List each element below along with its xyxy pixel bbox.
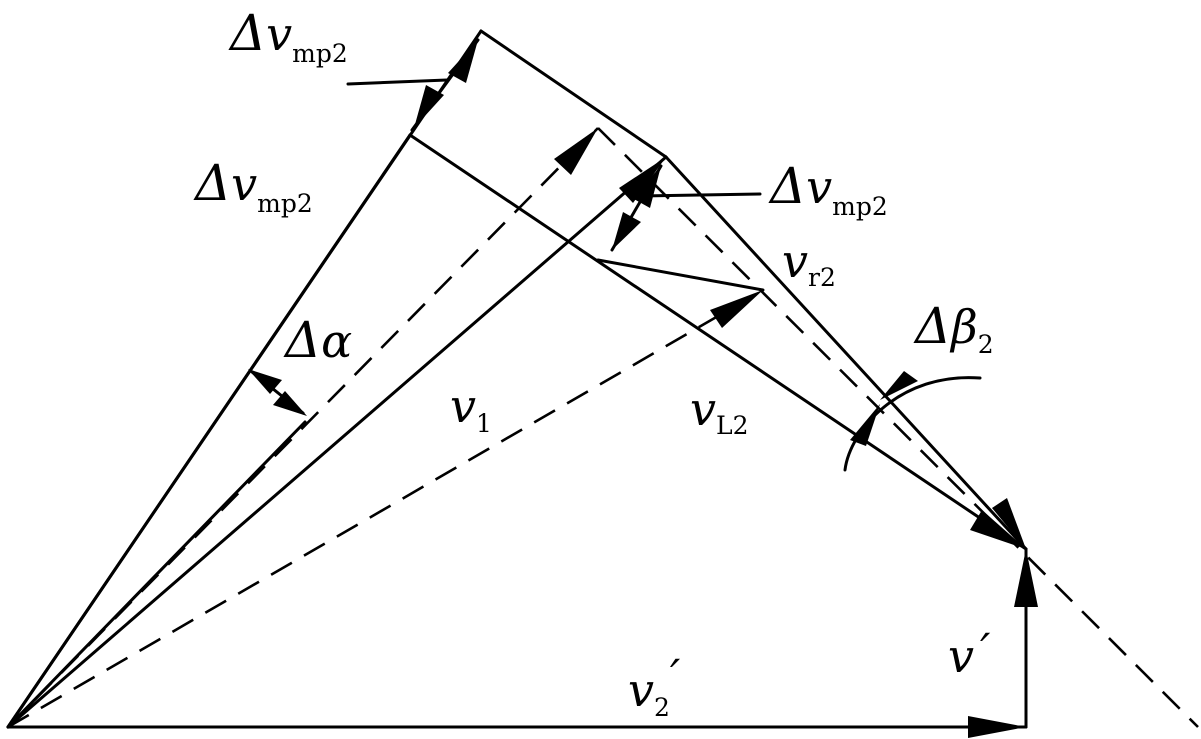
label-delta-beta2: Δβ2 xyxy=(913,297,994,359)
arrowhead-v-L2 xyxy=(970,510,1026,549)
dashed-line-2 xyxy=(597,127,1199,728)
label-v1: v1 xyxy=(450,379,492,438)
v-L2-line xyxy=(408,133,1028,551)
v1-solid-line xyxy=(6,155,668,729)
dashed-line-3 xyxy=(7,288,764,729)
arrowhead-dv-top-up xyxy=(448,40,478,83)
label-delta-v-mp2-right: Δvmp2 xyxy=(768,157,888,221)
arrowhead-v-r2 xyxy=(992,498,1026,549)
label-delta-v-mp2-left: Δvmp2 xyxy=(193,154,313,218)
arrowhead-v2-prime xyxy=(968,716,1026,738)
label-v2-prime: v2′ xyxy=(628,649,681,722)
arrowhead-delta-beta-b xyxy=(850,404,880,446)
label-delta-alpha: Δα xyxy=(283,311,352,369)
arrowhead-dv-top-down xyxy=(414,85,444,128)
label-delta-v-mp2-top: Δvmp2 xyxy=(228,4,348,68)
labels: Δvmp2 Δvmp2 Δvmp2 vr2 Δα Δβ2 v1 vL2 v′ v… xyxy=(193,4,994,722)
arrowhead-v1 xyxy=(619,157,666,203)
short-line-from-v1 xyxy=(596,258,765,292)
solid-lines xyxy=(6,29,1028,729)
upper-right-line xyxy=(479,29,668,159)
arrowhead-dashed-1 xyxy=(554,128,598,175)
leader-lines xyxy=(250,38,982,472)
leader-dv-right xyxy=(638,192,762,198)
delta-beta-arc xyxy=(843,376,982,472)
arrowhead-delta-alpha-b xyxy=(273,391,307,416)
arrowhead-dv-right-down xyxy=(612,212,641,250)
arrowhead-dv-right-up xyxy=(632,166,661,208)
label-v-L2: vL2 xyxy=(690,382,749,440)
arrowhead-dashed-3 xyxy=(710,290,763,328)
arrowhead-delta-beta-a xyxy=(880,371,918,400)
leader-dv-top xyxy=(346,78,449,86)
v-r2-line xyxy=(664,155,1028,551)
arrowheads xyxy=(248,40,1038,738)
dashed-line-1 xyxy=(7,127,599,728)
dashed-lines xyxy=(7,127,1199,729)
inner-left-line xyxy=(6,133,412,729)
arrowhead-delta-alpha-a xyxy=(248,369,282,394)
label-v-r2: vr2 xyxy=(782,234,836,292)
arrowhead-v-prime xyxy=(1014,549,1038,607)
label-v-prime: v′ xyxy=(948,623,991,683)
